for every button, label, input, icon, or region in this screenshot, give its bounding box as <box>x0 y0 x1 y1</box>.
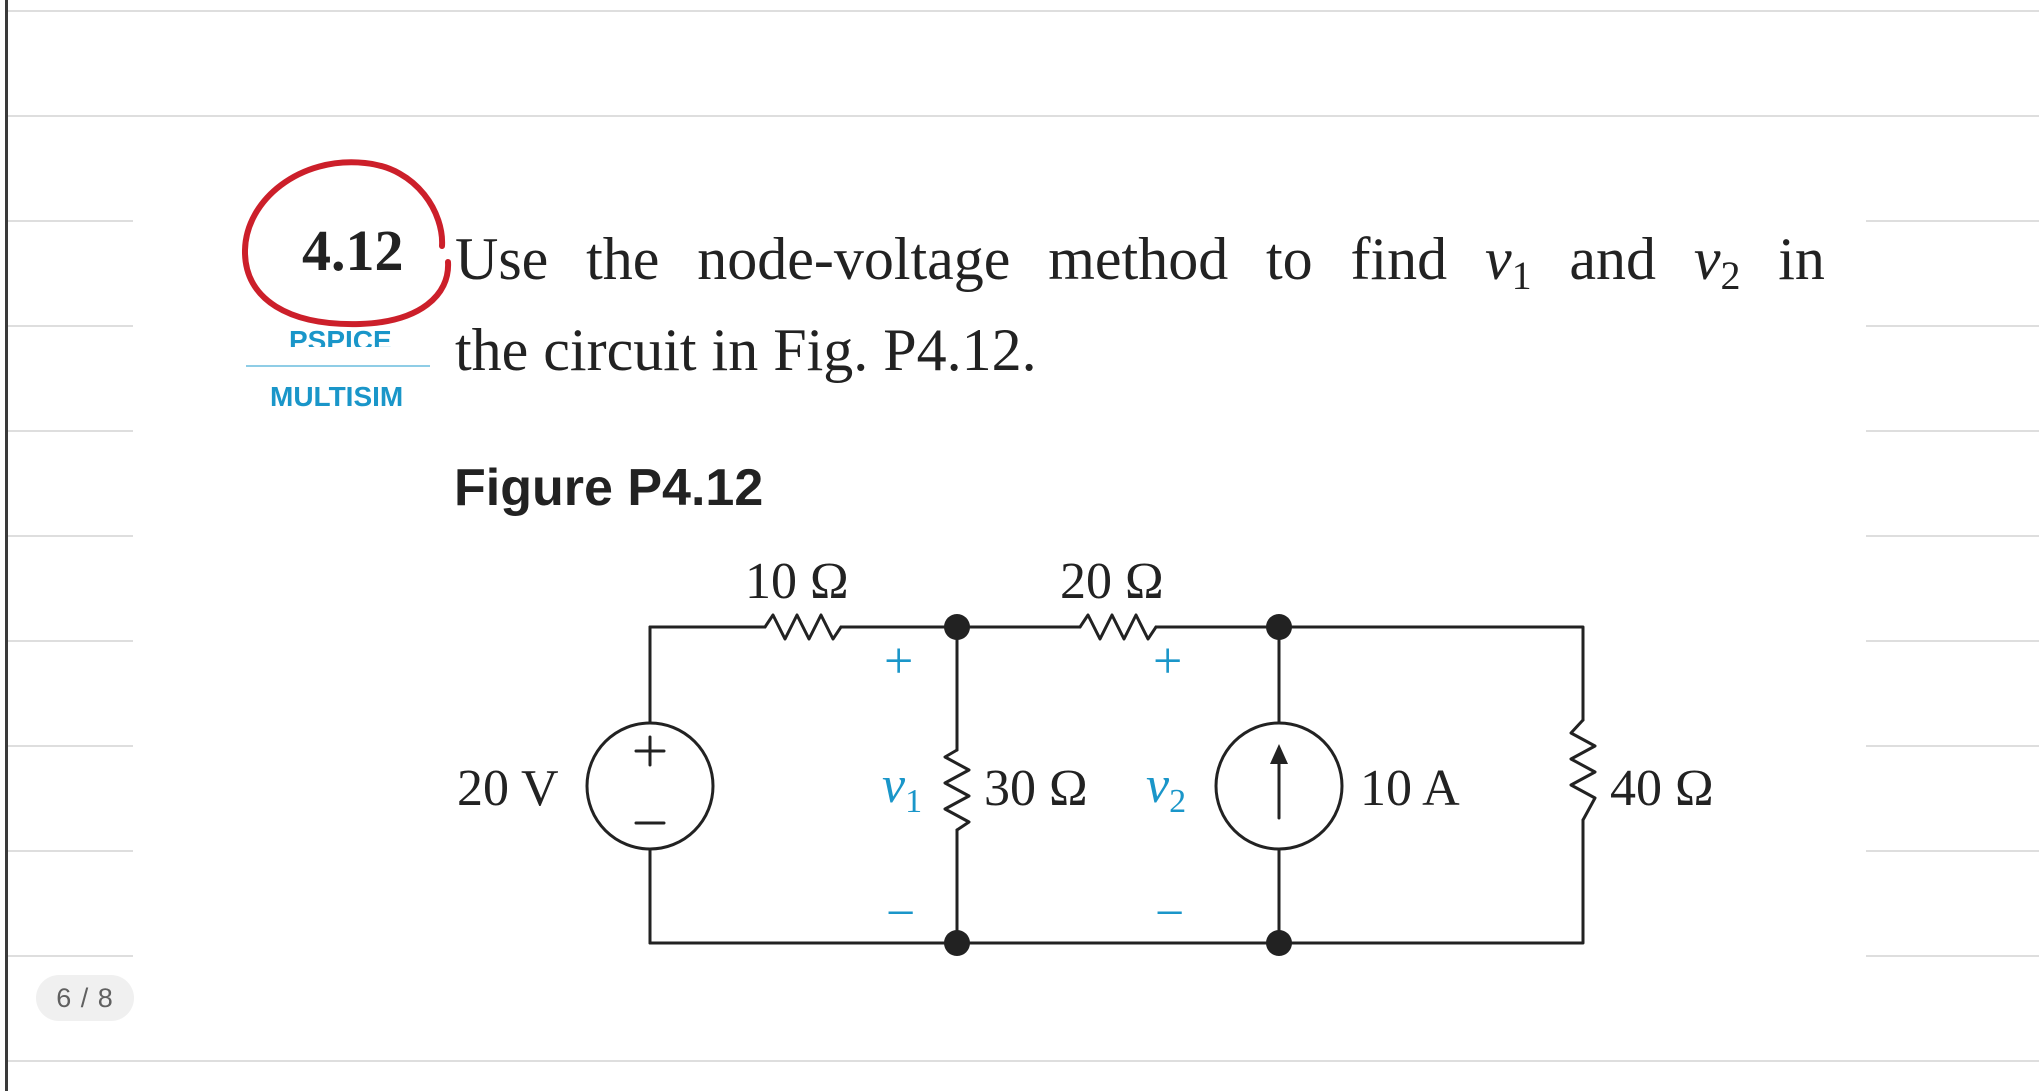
word: and <box>1569 226 1657 292</box>
resistor-20-ohm-label: 20 Ω <box>1060 553 1164 610</box>
v1-plus-sign: + <box>884 633 913 690</box>
notebook-line <box>8 745 133 747</box>
resistor-10-ohm-label: 10 Ω <box>745 553 849 610</box>
current-source-label: 10 A <box>1360 760 1460 817</box>
pspice-tag: PSPICE <box>289 327 392 347</box>
word: method <box>1048 226 1229 292</box>
notebook-line <box>1866 535 2039 537</box>
v1-minus-sign: − <box>886 885 915 942</box>
notebook-line <box>1866 220 2039 222</box>
v2-plus-sign: + <box>1153 633 1182 690</box>
variable-v1: v1 <box>1484 226 1532 298</box>
current-source-symbol <box>1214 721 1344 851</box>
voltage-source-plus-mark <box>634 735 666 767</box>
resistor-20-ohm-symbol <box>1078 613 1158 641</box>
resistor-40-ohm-symbol <box>1569 718 1597 822</box>
notebook-line <box>8 535 133 537</box>
notebook-line <box>8 115 2039 117</box>
notebook-line <box>8 325 133 327</box>
voltage-source-symbol <box>585 721 715 851</box>
word: to <box>1266 226 1313 292</box>
v1-label: v1 <box>882 757 922 820</box>
current-arrow-head-icon <box>1270 744 1288 764</box>
notebook-line <box>8 220 133 222</box>
page-counter: 6 / 8 <box>36 975 134 1021</box>
left-margin-rule <box>5 0 8 1091</box>
wire-bottom <box>648 818 1585 945</box>
problem-statement-line-2: the circuit in Fig. P4.12. <box>455 317 1037 383</box>
notebook-line <box>8 10 2039 12</box>
v2-label: v2 <box>1146 757 1186 820</box>
notebook-line <box>1866 850 2039 852</box>
node-v2-top <box>1266 614 1292 640</box>
figure-caption: Figure P4.12 <box>454 459 764 517</box>
word: find <box>1350 226 1448 292</box>
word: Use <box>455 226 549 292</box>
variable-v2: v2 <box>1693 226 1741 298</box>
notebook-line <box>8 640 133 642</box>
notebook-line <box>8 430 133 432</box>
notebook-line <box>1866 745 2039 747</box>
node-bottom-right <box>1266 930 1292 956</box>
multisim-tag: MULTISIM <box>270 381 404 412</box>
word: node-voltage <box>697 226 1011 292</box>
notebook-line <box>8 1060 2039 1062</box>
notebook-line <box>8 850 133 852</box>
voltage-source-label: 20 V <box>457 760 559 817</box>
wire-top-right <box>1154 625 1585 722</box>
tag-divider <box>246 365 430 367</box>
notebook-line <box>8 955 133 957</box>
word: in <box>1778 226 1825 292</box>
resistor-30-ohm-label: 30 Ω <box>984 760 1088 817</box>
resistor-10-ohm-symbol <box>763 613 843 641</box>
node-bottom-left <box>944 930 970 956</box>
node-v1-top <box>944 614 970 640</box>
resistor-30-ohm-symbol <box>943 748 971 832</box>
notebook-line <box>1866 955 2039 957</box>
notebook-line <box>1866 325 2039 327</box>
problem-statement: Use the node-voltage method to find v1 a… <box>455 222 1825 388</box>
v2-minus-sign: − <box>1155 885 1184 942</box>
notebook-line <box>1866 430 2039 432</box>
problem-number: 4.12 <box>302 218 404 283</box>
word: the <box>586 226 660 292</box>
notebook-line <box>1866 640 2039 642</box>
resistor-40-ohm-label: 40 Ω <box>1610 760 1714 817</box>
problem-statement-line-1: Use the node-voltage method to find v1 a… <box>455 222 1825 313</box>
